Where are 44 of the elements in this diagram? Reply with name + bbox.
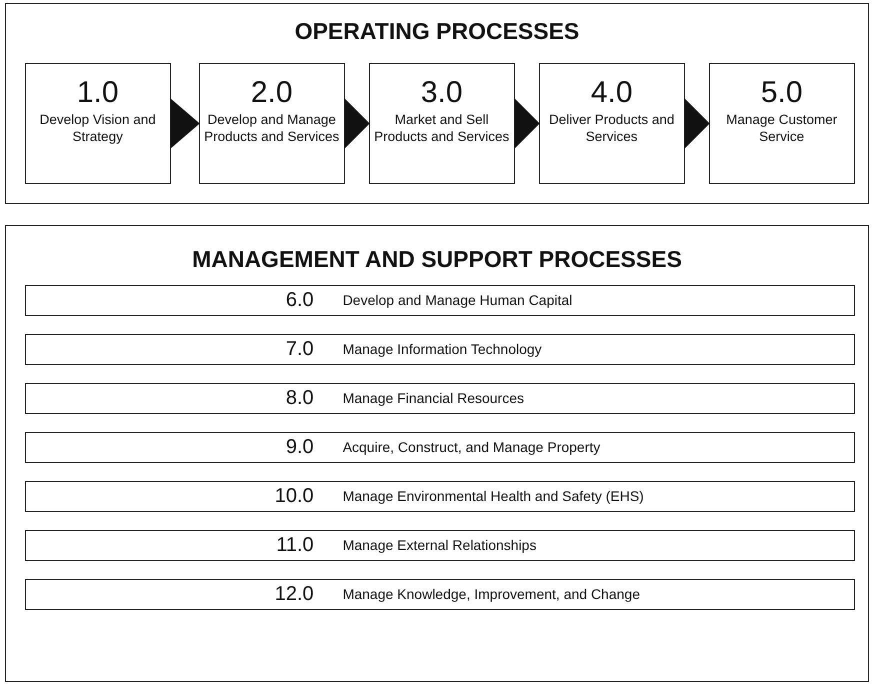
arrow [514,98,540,149]
process-box [368,62,515,184]
process-name: Acquire, Construct, and Manage Property [342,438,600,455]
process-number: 12.0 [274,582,314,606]
process-number: 4.0 [590,76,634,109]
process-number: 10.0 [274,484,314,508]
process-number: 5.0 [760,76,804,109]
process-name: Deliver Products and Services [548,110,676,146]
process-number: 1.0 [76,76,120,109]
process-bar [24,334,855,365]
process-name: Manage Information Technology [342,340,542,357]
process-box [708,62,855,184]
process-bar [24,578,855,610]
process-name: Manage Customer Service [725,110,838,146]
process-box [538,62,685,184]
process-bar [24,530,855,561]
process-number: 3.0 [420,76,464,109]
process-name: Develop Vision and Strategy [38,110,157,146]
process-bar [24,432,855,463]
process-number: 11.0 [276,534,314,557]
process-name: Market and Sell Products and Services [373,110,510,146]
process-group-panel [5,3,869,204]
process-name: Develop and Manage Products and Services [203,110,340,146]
process-number: 6.0 [286,288,314,312]
process-bar [24,284,855,316]
process-group-panel [5,225,869,682]
process-number: 2.0 [250,76,294,109]
process-box [24,62,171,184]
arrow [344,98,370,149]
process-bar [24,480,855,512]
process-box [198,62,345,184]
process-bar [24,382,855,414]
process-name: Manage Knowledge, Improvement, and Change [342,586,640,602]
process-name: Manage Financial Resources [342,390,524,406]
process-number: 7.0 [286,338,314,361]
process-name: Manage External Relationships [342,536,536,553]
process-number: 9.0 [286,436,314,459]
process-name: Develop and Manage Human Capital [342,292,572,308]
arrow [684,98,710,149]
process-name: Manage Environmental Health and Safety (EHS) [342,488,644,504]
process-number: 8.0 [286,386,314,410]
panel-title: MANAGEMENT AND SUPPORT PROCESSES [191,246,683,273]
arrow [170,98,200,149]
panel-title: OPERATING PROCESSES [294,18,580,45]
